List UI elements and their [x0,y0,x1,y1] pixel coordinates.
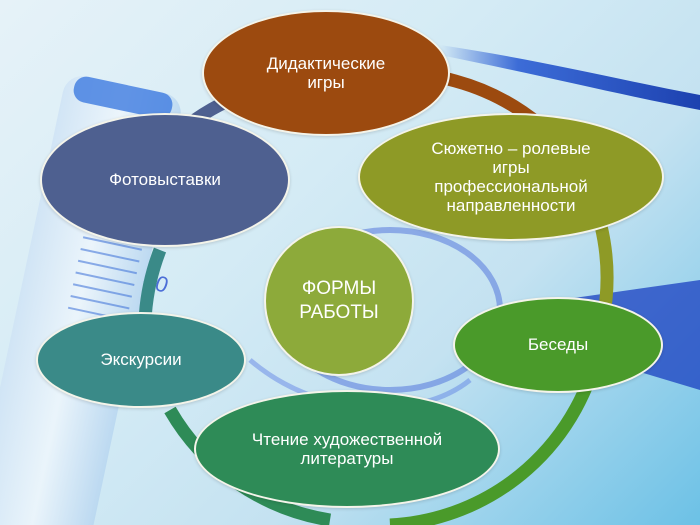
center-label: ФОРМЫ РАБОТЫ [299,278,379,323]
node-label: Чтение художественной литературы [251,429,443,468]
node-photo-exhibitions: Фотовыставки [40,113,290,247]
node-role-play-games: Сюжетно – ролевые игры профессиональной … [358,113,664,241]
node-reading-fiction: Чтение художественной литературы [194,390,500,508]
node-excursions: Экскурсии [36,312,246,408]
node-label: Сюжетно – ролевые игры профессиональной … [431,138,591,216]
node-label: Беседы [527,335,589,355]
node-label: Экскурсии [100,350,182,370]
node-label: Дидактические игры [266,53,386,92]
node-label: Фотовыставки [109,170,221,190]
node-didactic-games: Дидактические игры [202,10,450,136]
center-node-work-forms: ФОРМЫ РАБОТЫ [264,226,414,376]
node-conversations: Беседы [453,297,663,393]
